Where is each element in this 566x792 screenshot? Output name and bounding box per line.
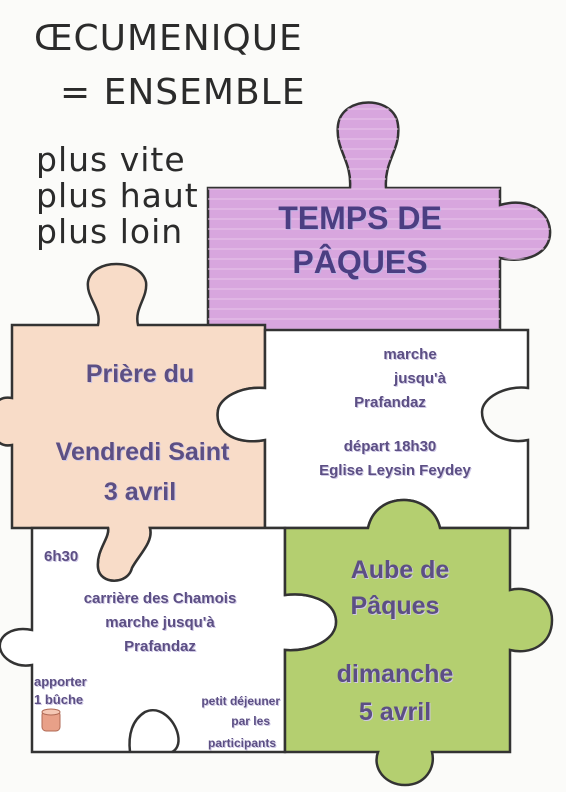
sunday-line-3: dimanche: [336, 660, 454, 688]
dawn-line-3: Prafandaz: [124, 638, 196, 655]
sunday-line-2: Pâques: [350, 592, 440, 620]
dawn-breakfast-1: petit déjeuner: [201, 694, 280, 708]
header-line-1: ŒCUMENIQUE: [34, 18, 303, 59]
friday-line-2: Vendredi Saint: [55, 438, 230, 466]
sunday-line-1: Aube de: [350, 556, 450, 584]
dawn-breakfast-2: par les: [231, 714, 270, 728]
dawn-bring-1: apporter: [34, 674, 87, 689]
dawn-line-2: marche jusqu'à: [105, 614, 215, 631]
walk-location: Eglise Leysin Feydey: [319, 462, 471, 479]
friday-line-3: 3 avril: [103, 478, 177, 506]
dawn-breakfast-3: participants: [207, 736, 276, 750]
walk-departure: départ 18h30: [343, 438, 437, 455]
walk-line-1: marche: [383, 346, 437, 363]
friday-line-1: Prière du: [85, 360, 195, 388]
walk-line-2: jusqu'à: [394, 370, 446, 387]
sunday-line-4: 5 avril: [358, 698, 432, 726]
title-line-1: TEMPS DE: [278, 200, 442, 236]
dawn-line-1: carrière des Chamois: [83, 590, 237, 607]
walk-line-3: Prafandaz: [354, 394, 426, 411]
title-line-2: PÂQUES: [292, 244, 428, 280]
motto-line-3: plus loin: [36, 212, 184, 251]
dawn-bring-2: 1 bûche: [34, 692, 84, 707]
motto-line-1: plus vite: [36, 140, 186, 179]
dawn-time: 6h30: [44, 548, 79, 565]
motto-line-2: plus haut: [36, 176, 199, 215]
log-icon: [41, 708, 61, 732]
puzzle-piece-sunday: [283, 498, 554, 787]
header-line-2: = ENSEMBLE: [60, 72, 306, 113]
